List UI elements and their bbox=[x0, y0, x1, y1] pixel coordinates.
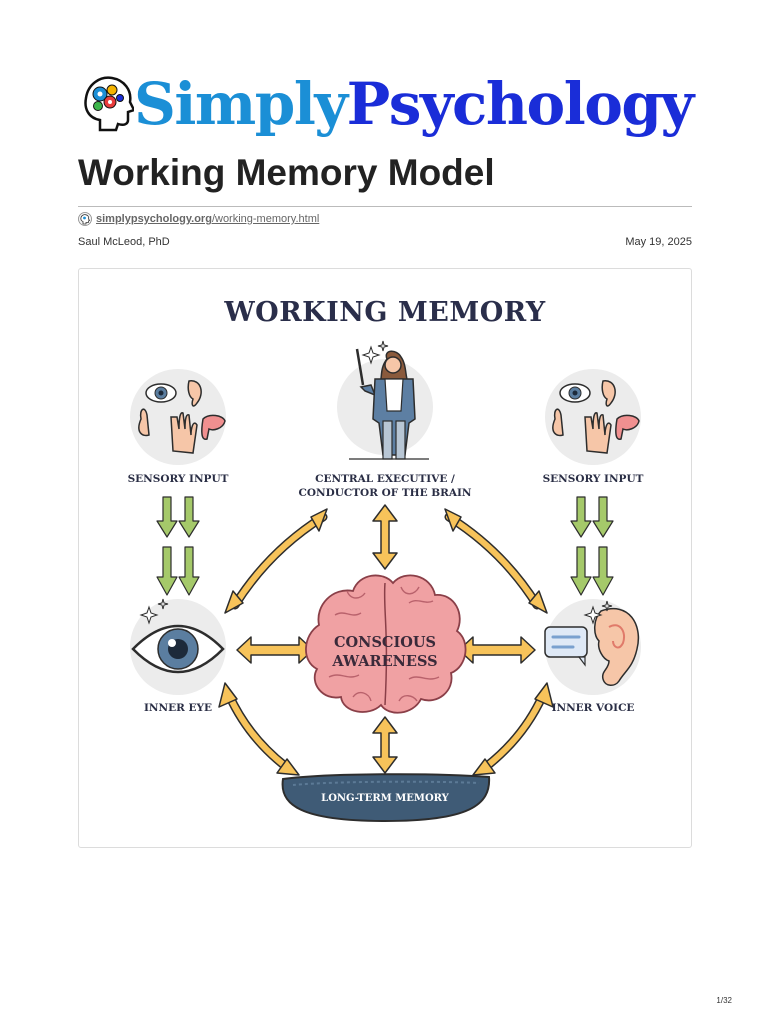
arrow-exec-to-voice bbox=[444, 508, 548, 614]
conductor-icon bbox=[349, 340, 429, 460]
author-name: Saul McLeod, PhD bbox=[78, 236, 170, 248]
inner-voice-label: INNER VOICE bbox=[533, 701, 653, 715]
sensory-arrows-right bbox=[570, 496, 614, 596]
working-memory-figure: WORKING MEMORY SENSORY INPUT SENSORY INP… bbox=[78, 268, 692, 848]
url-domain[interactable]: simplypsychology.org bbox=[96, 213, 212, 225]
conscious-awareness-line2: AWARENESS bbox=[332, 653, 438, 670]
page-title: Working Memory Model bbox=[78, 152, 495, 193]
figure-illustration bbox=[130, 340, 641, 823]
logo-word-simply: Simply bbox=[134, 70, 348, 138]
long-term-memory-shape bbox=[281, 773, 491, 823]
sensory-input-right-text: SENSORY INPUT bbox=[542, 473, 644, 485]
inner-eye-label: INNER EYE bbox=[118, 701, 238, 715]
sensory-input-right-label: SENSORY INPUT bbox=[533, 472, 653, 486]
central-executive-line1: CENTRAL EXECUTIVE / bbox=[315, 473, 455, 485]
figure-title: WORKING MEMORY bbox=[224, 297, 546, 328]
url-path[interactable]: /working-memory.html bbox=[211, 213, 320, 225]
arrow-brain-to-ltm bbox=[372, 716, 398, 774]
long-term-memory-text: LONG-TERM MEMORY bbox=[321, 793, 449, 804]
page-number: 1/32 bbox=[716, 996, 732, 1005]
arrow-eye-to-brain bbox=[236, 636, 314, 664]
inner-eye-icon bbox=[131, 598, 225, 674]
conscious-awareness-line1: CONSCIOUS bbox=[334, 634, 436, 651]
arrow-exec-to-brain bbox=[372, 504, 398, 570]
senses-icon-left bbox=[138, 380, 226, 454]
arrow-brain-to-voice bbox=[458, 636, 536, 664]
inner-voice-icon bbox=[544, 600, 639, 686]
conscious-awareness-label: CONSCIOUS AWARENESS bbox=[305, 633, 465, 671]
logo-wordmark: SimplyPsychology bbox=[134, 70, 695, 138]
title-divider bbox=[78, 206, 692, 207]
sensory-arrows-left bbox=[156, 496, 200, 596]
brain-icon bbox=[305, 574, 467, 714]
favicon-icon bbox=[78, 212, 92, 226]
sensory-input-left-text: SENSORY INPUT bbox=[127, 473, 229, 485]
head-gears-icon bbox=[84, 76, 134, 132]
inner-voice-text: INNER VOICE bbox=[551, 702, 635, 714]
central-executive-label: CENTRAL EXECUTIVE / CONDUCTOR OF THE BRA… bbox=[285, 472, 485, 500]
central-executive-line2: CONDUCTOR OF THE BRAIN bbox=[298, 487, 472, 499]
arrow-voice-to-ltm bbox=[472, 682, 554, 776]
senses-icon-right bbox=[552, 380, 640, 454]
sensory-input-left-label: SENSORY INPUT bbox=[118, 472, 238, 486]
publish-date: May 19, 2025 bbox=[625, 236, 692, 248]
site-logo[interactable]: SimplyPsychology bbox=[78, 70, 695, 146]
inner-eye-text: INNER EYE bbox=[144, 702, 212, 714]
source-link[interactable]: simplypsychology.org/working-memory.html bbox=[78, 211, 319, 227]
logo-word-psychology: Psychology bbox=[346, 70, 695, 138]
arrow-exec-to-eye bbox=[224, 508, 328, 614]
long-term-memory-label: LONG-TERM MEMORY bbox=[285, 793, 485, 804]
arrow-eye-to-ltm bbox=[218, 682, 300, 776]
